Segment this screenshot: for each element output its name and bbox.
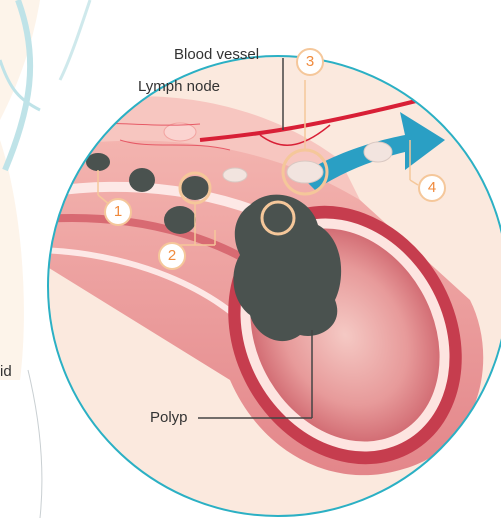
marker-1: 1 <box>104 198 132 226</box>
label-lymph-node: Lymph node <box>138 78 220 96</box>
label-blood-vessel: Blood vessel <box>174 46 259 64</box>
marker-3: 3 <box>296 48 324 76</box>
label-polyp: Polyp <box>150 409 188 427</box>
label-partial-left: id <box>0 363 12 381</box>
marker-4: 4 <box>418 174 446 202</box>
marker-2: 2 <box>158 242 186 270</box>
